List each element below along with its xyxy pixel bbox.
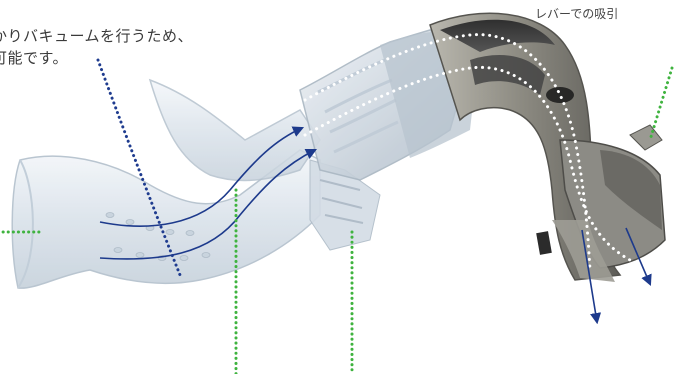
description-caption: かりバキュームを行うため、 可能です。 (0, 25, 193, 69)
lever-suction-caption: レバーでの吸引 (535, 6, 618, 22)
caption-line-1: かりバキュームを行うため、 (0, 25, 193, 47)
suction-handle-icon (430, 13, 665, 282)
caption-line-2: 可能です。 (0, 47, 193, 69)
